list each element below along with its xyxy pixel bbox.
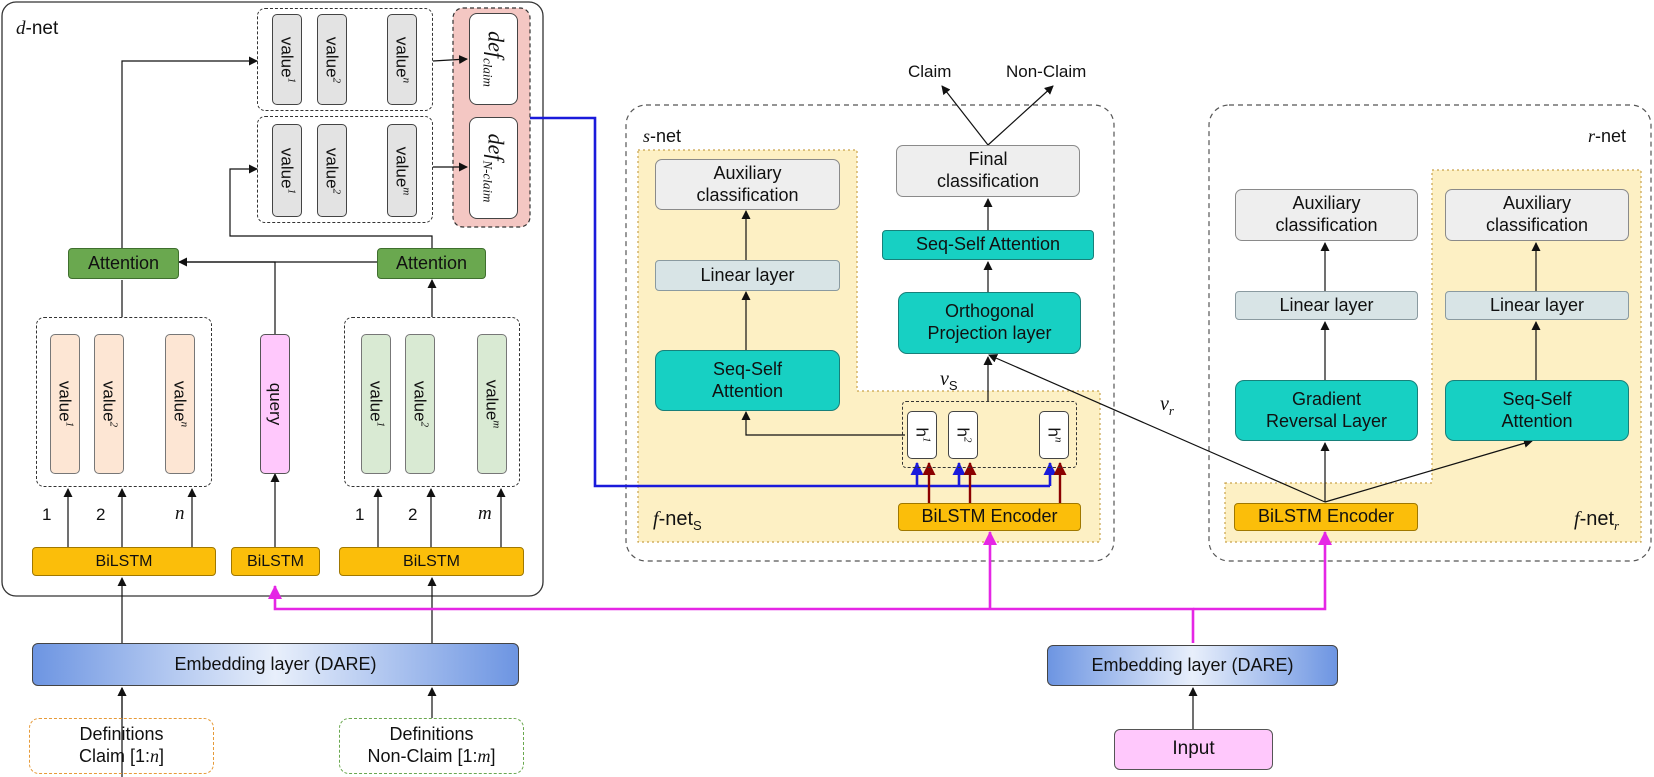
snet-arrows <box>741 85 1054 436</box>
rnet-linear-layer-2: Linear layer <box>1445 291 1629 320</box>
rnet-frame <box>1208 104 1652 562</box>
query-box: query <box>260 334 290 474</box>
top-claim-value-n: valuen <box>387 14 417 105</box>
output-nonclaim: Non-Claim <box>1006 62 1087 81</box>
rnet-bilstm-encoder: BiLSTM Encoder <box>1234 503 1418 531</box>
def-claim-box: defclaim <box>469 13 518 105</box>
output-claim: Claim <box>908 62 952 81</box>
embedding-layer-definitions: Embedding layer (DARE) <box>32 643 519 686</box>
h-states-group <box>902 401 1077 468</box>
left-value-n: valuen <box>165 334 195 474</box>
attention-left: Attention <box>68 248 179 279</box>
top-claim-value-1: value1 <box>272 14 302 105</box>
vr-label: vr <box>1160 393 1174 418</box>
rnet-panel-fill <box>1224 169 1642 543</box>
right-value-2: value2 <box>405 334 435 474</box>
top-nonclaim-value-2: value2 <box>317 124 347 217</box>
h-state-n: hn <box>1039 411 1069 459</box>
rnet-label: r-net <box>1588 126 1627 146</box>
bilstm-left: BiLSTM <box>32 547 216 576</box>
snet-bilstm-encoder: BiLSTM Encoder <box>898 503 1081 531</box>
left-index-n: n <box>175 503 185 524</box>
right-value-m: valuem <box>477 334 507 474</box>
left-value-1: value1 <box>50 334 80 474</box>
fnet-s-label: f-netS <box>653 508 702 533</box>
top-nonclaim-values-group <box>257 116 433 223</box>
definitions-claim-box: Definitions Claim [1:n] <box>29 718 214 774</box>
def-nonclaim-box: defN-claim <box>469 117 518 219</box>
snet-panel-fill <box>637 149 1101 543</box>
top-nonclaim-value-1: value1 <box>272 124 302 217</box>
seq-self-attention-top: Seq-Self Attention <box>882 230 1094 260</box>
vs-label: vS <box>940 368 958 393</box>
h-state-1: h1 <box>907 411 937 459</box>
top-claim-value-2: value2 <box>317 14 347 105</box>
snet-linear-layer: Linear layer <box>655 260 840 291</box>
left-values-group <box>36 317 212 487</box>
left-index-1: 1 <box>42 505 52 524</box>
definitions-nonclaim-box: Definitions Non-Claim [1:m] <box>339 718 524 774</box>
left-index-2: 2 <box>96 505 106 524</box>
input-box: Input <box>1114 729 1273 770</box>
attention-right: Attention <box>377 248 486 279</box>
right-index-2: 2 <box>408 505 418 524</box>
embedding-layer-input: Embedding layer (DARE) <box>1047 645 1338 686</box>
right-values-group <box>344 317 520 487</box>
top-nonclaim-value-m: valuem <box>387 124 417 217</box>
blue-definition-wires <box>530 116 1057 488</box>
right-value-1: value1 <box>361 334 391 474</box>
rnet-arrows <box>988 242 1541 729</box>
right-index-m: m <box>478 503 492 524</box>
dnet-label: d-net <box>16 18 59 39</box>
fnet-r-label: f-netr <box>1574 508 1620 533</box>
right-index-1: 1 <box>355 505 365 524</box>
left-value-2: value2 <box>94 334 124 474</box>
bilstm-right: BiLSTM <box>339 547 524 576</box>
snet-label: s-net <box>643 126 682 146</box>
h-state-2: h2 <box>948 411 978 459</box>
top-claim-values-group <box>257 8 433 111</box>
snet-frame <box>625 104 1115 562</box>
magenta-input-wires <box>268 531 1332 643</box>
rnet-linear-layer-1: Linear layer <box>1235 291 1418 320</box>
red-encoder-wires <box>922 462 1067 503</box>
bilstm-query: BiLSTM <box>231 547 320 576</box>
dnet-arrows <box>63 54 506 777</box>
